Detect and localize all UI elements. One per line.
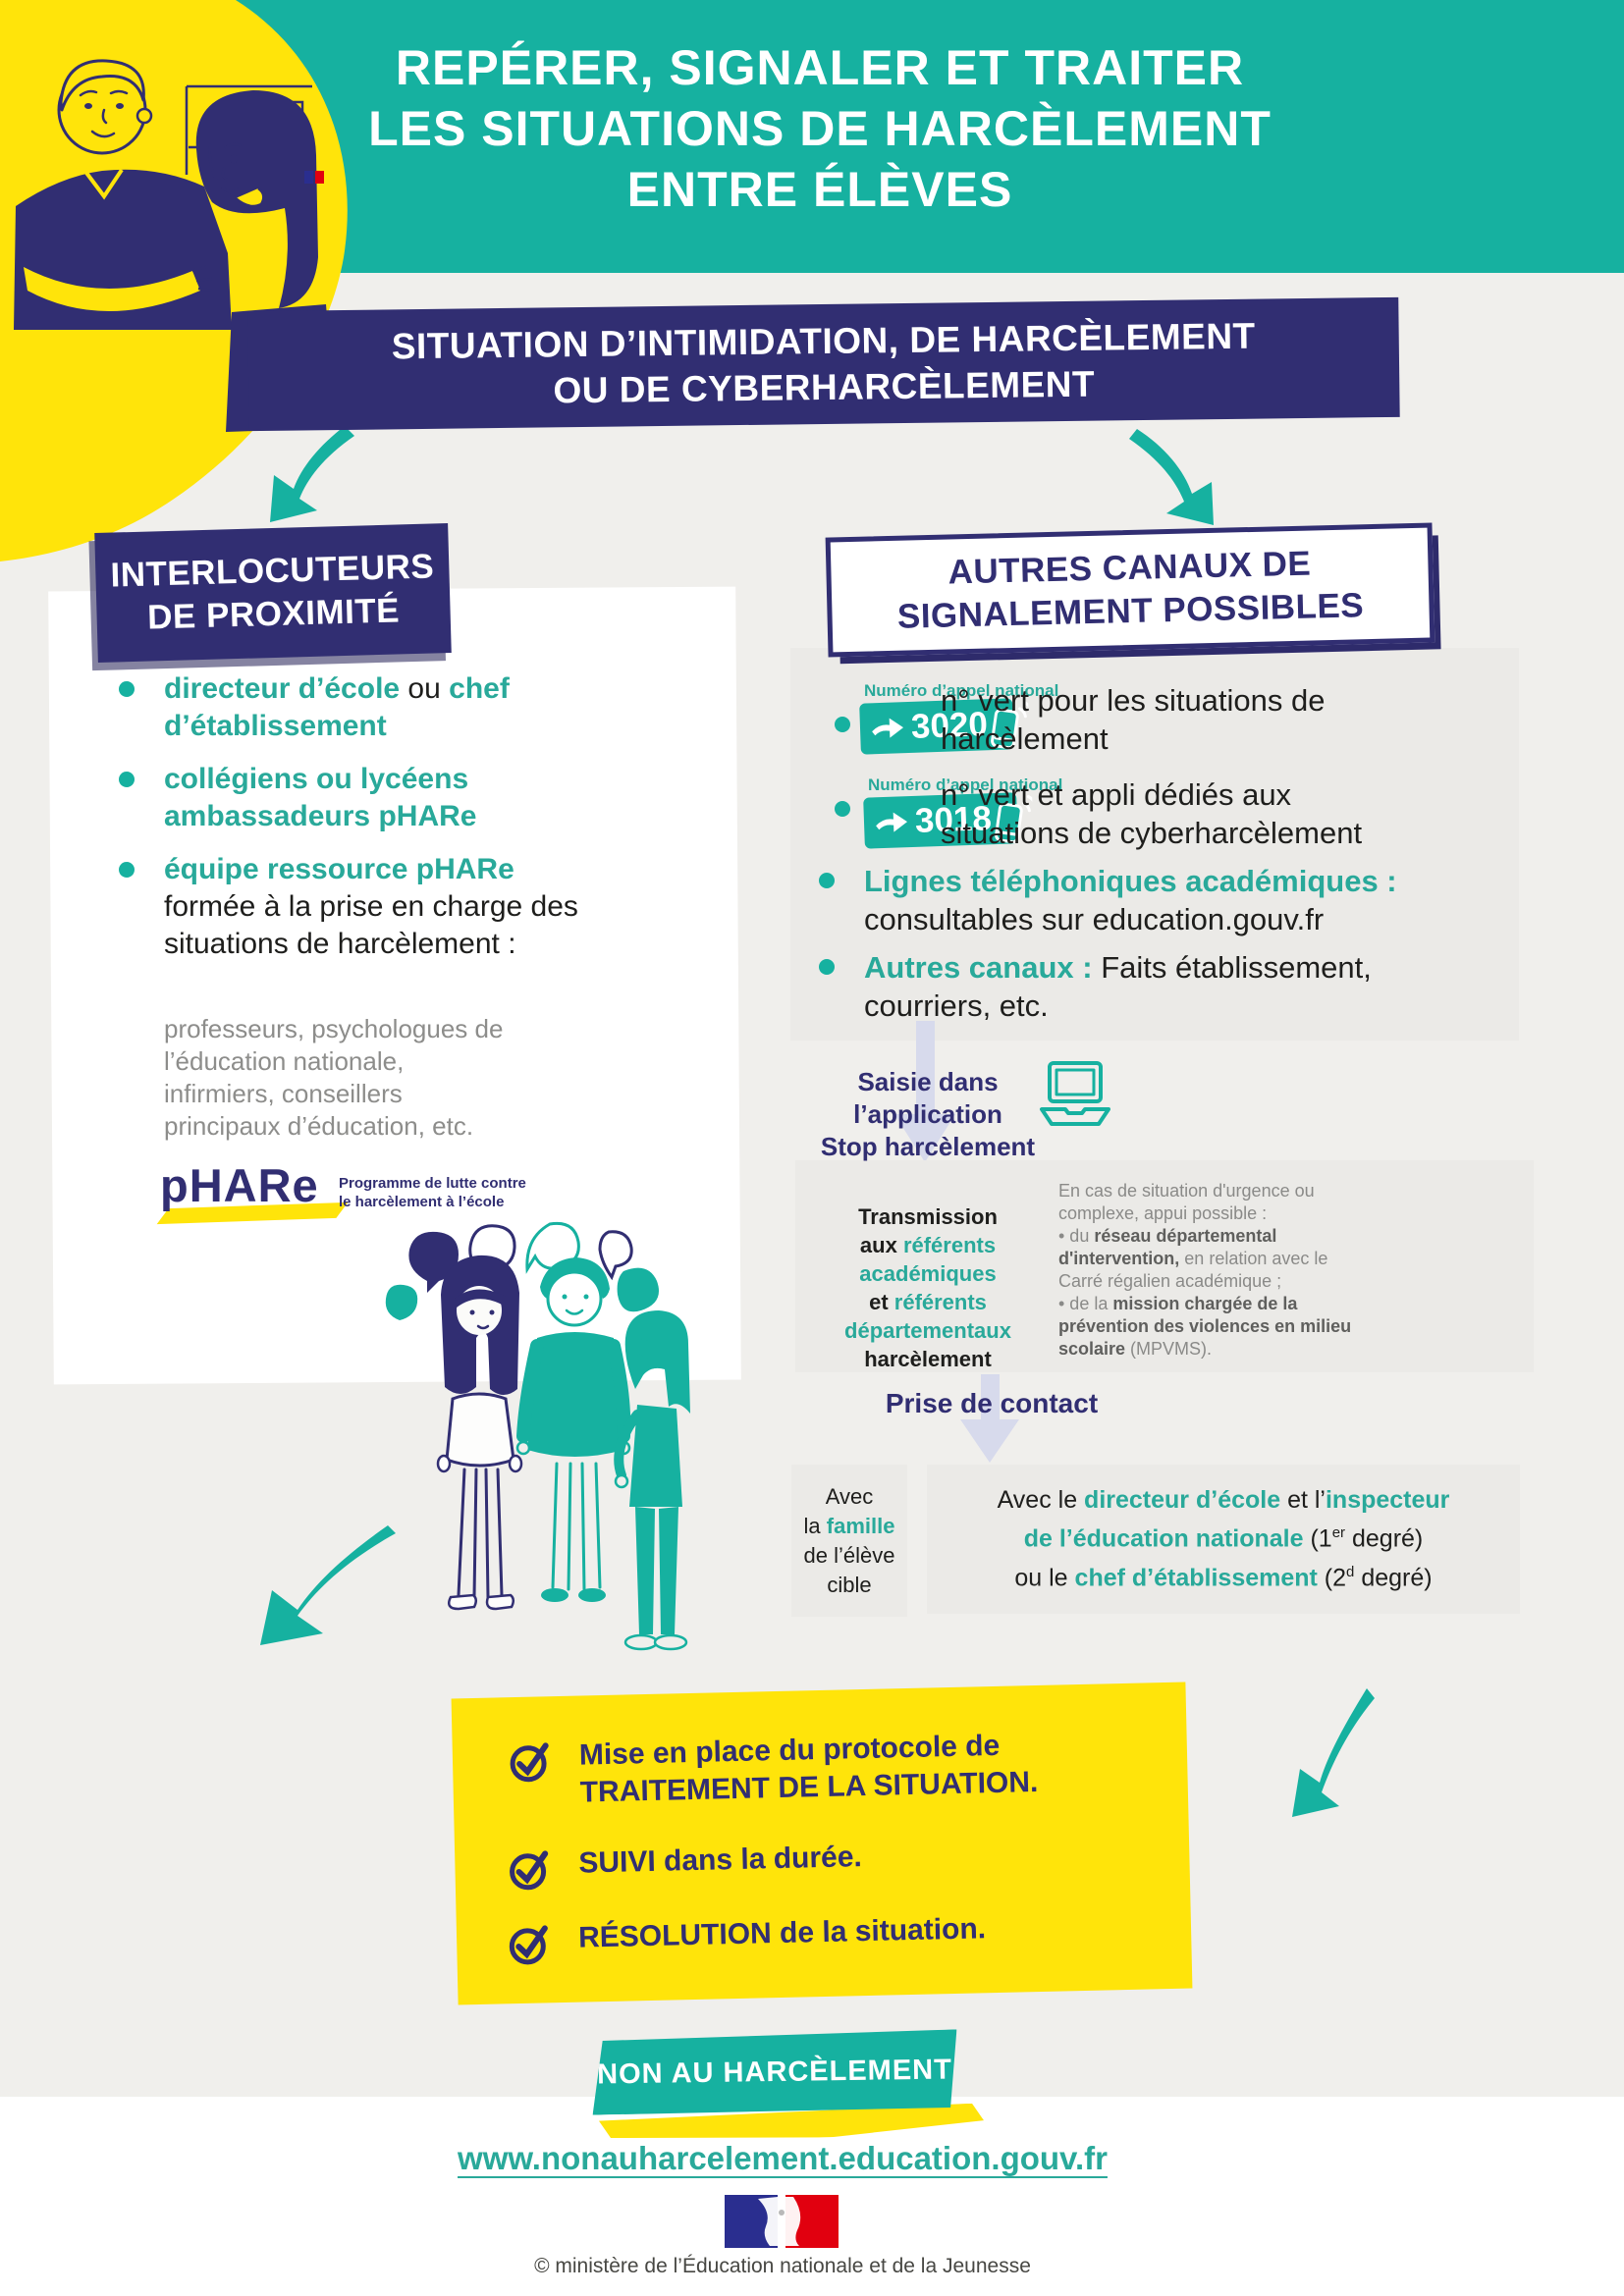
number-3018-badge: 3018 [863, 792, 1034, 849]
left-note: professeurs, psychologues de l’éducation… [164, 1014, 504, 1141]
flow-arrow-icon [894, 1021, 955, 1162]
arrow-to-checklist-icon [260, 1525, 396, 1645]
list-item: directeur d’école ou chef d’établissemen… [119, 670, 596, 745]
transmission-text: Transmission aux référents académiques e… [844, 1204, 1011, 1371]
situation-banner: SITUATION D’INTIMIDATION, DE HARCÈLEMENT… [247, 296, 1400, 432]
right-section-heading: AUTRES CANAUX DE SIGNALEMENT POSSIBLES [825, 522, 1435, 658]
number-3020-badge: 3020 [859, 698, 1030, 755]
checklist-item: RÉSOLUTION de la situation. [506, 1910, 987, 1968]
marianne-logo [725, 2195, 839, 2248]
bullet-dot [819, 959, 835, 975]
non-au-harcelement-banner: NON AU HARCÈLEMENT [591, 2029, 957, 2114]
website-link[interactable]: www.nonauharcelement.education.gouv.fr [458, 2140, 1108, 2176]
transmission-box [795, 1160, 1534, 1372]
prise-contact-label: Prise de contact [885, 1388, 1099, 1418]
number-3020-desc: n° vert pour les situations de harcèleme… [941, 683, 1326, 756]
left-section-heading: INTERLOCUTEURS DE PROXIMITÉ [94, 522, 452, 664]
page-title: REPÉRER, SIGNALER ET TRAITER LES SITUATI… [368, 40, 1272, 217]
arrow-down-left-icon [270, 426, 354, 522]
phone-icon [991, 701, 1030, 750]
adults-illustration [0, 0, 348, 561]
list-item: équipe ressource pHARe formée à la prise… [119, 851, 596, 963]
check-icon [510, 1742, 549, 1783]
saisie-label: Saisie dans l’application Stop harcèleme… [820, 1067, 1036, 1161]
bullet-dot [819, 873, 835, 888]
french-flag-icon [299, 171, 324, 211]
bullet-dot [835, 717, 850, 732]
white-arrow-icon [876, 812, 908, 832]
students-illustration [385, 1221, 690, 1651]
flow-arrow-icon [960, 1374, 1019, 1463]
man-figure [14, 59, 232, 330]
phone-icon [995, 795, 1034, 844]
list-item: Autres canaux : Faits établissement, cou… [819, 948, 1414, 1025]
contact-family-box: Avec la famille de l’élève cible [791, 1465, 907, 1617]
white-arrow-icon [872, 718, 904, 738]
student-boy-teal [515, 1257, 631, 1602]
phare-tagline: Programme de lutte contre le harcèlement… [339, 1175, 526, 1210]
list-item: collégiens ou lycéens ambassadeurs pHARe [119, 761, 596, 835]
bullet-dot [119, 862, 135, 878]
student-girl-dark [436, 1255, 523, 1611]
arrow-down-right-icon [1129, 429, 1214, 525]
contact-direction-box: Avec le directeur d’école et l’inspecteu… [927, 1465, 1520, 1614]
bullet-dot [119, 772, 135, 787]
laptop-icon [1040, 1061, 1110, 1126]
number-3018-desc: n° vert et appli dédiés aux situations d… [941, 777, 1363, 850]
call-number-label: Numéro d’appel national [868, 775, 1063, 794]
copyright-text: © ministère de l’Éducation nationale et … [534, 2255, 1031, 2277]
urgence-note: En cas de situation d'urgence ou complex… [1058, 1181, 1352, 1359]
checklist-item: SUIVI dans la durée. [506, 1839, 862, 1894]
bullet-dot [119, 681, 135, 697]
arrow-to-checklist-right-icon [1292, 1688, 1375, 1817]
bullet-dot [835, 801, 850, 817]
phare-logo: pHARe [160, 1159, 319, 1211]
list-item: Lignes téléphoniques académiques : consu… [819, 862, 1434, 938]
check-icon [509, 1925, 548, 1965]
call-number-label: Numéro d’appel national [864, 681, 1059, 700]
student-girl-teal [614, 1310, 690, 1651]
check-icon [510, 1850, 549, 1891]
